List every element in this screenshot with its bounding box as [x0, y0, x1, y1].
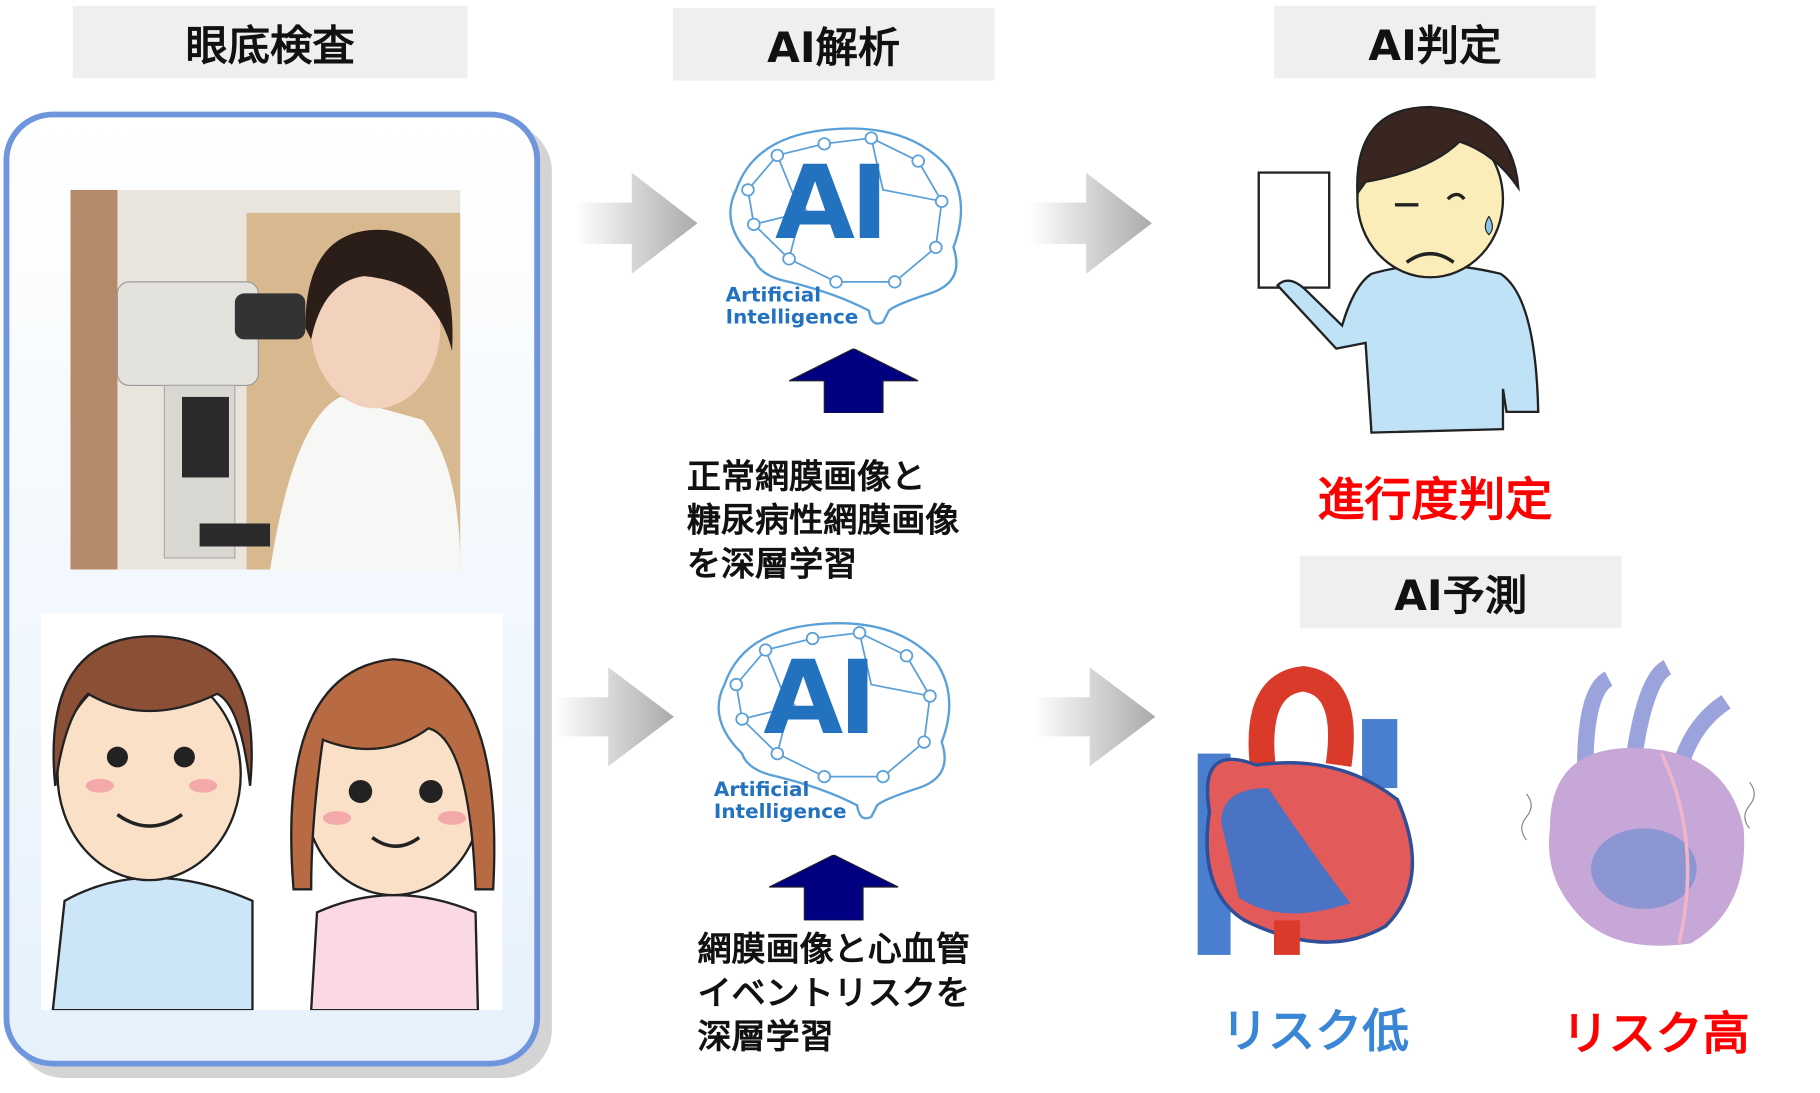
- ai-logo-text-line2: Intelligence: [713, 800, 847, 824]
- text-line: 網膜画像と心血管: [697, 929, 970, 969]
- risk-high-label: リスク高: [1561, 1007, 1750, 1061]
- training-text-top: 正常網膜画像と 糖尿病性網膜画像 を深層学習: [687, 454, 959, 585]
- text-line: 糖尿病性網膜画像: [686, 500, 960, 540]
- header-label: AI判定: [1368, 22, 1502, 70]
- arrow-right-icon: [575, 172, 698, 274]
- arrow-up-icon: [769, 854, 899, 921]
- arrow-right-icon: [1033, 667, 1156, 767]
- ai-logo-text-line1: Artificial: [725, 284, 822, 308]
- ai-logo-mark: AI: [763, 638, 877, 758]
- heart-high-risk-illustration: [1521, 660, 1755, 946]
- ai-logo-text-line2: Intelligence: [725, 306, 859, 330]
- header-label: AI解析: [767, 24, 901, 72]
- training-text-bottom: 網膜画像と心血管 イベントリスクを 深層学習: [697, 927, 969, 1058]
- fundus-exam-photo: [70, 189, 461, 570]
- header-label: AI予測: [1394, 572, 1528, 620]
- ai-brain-logo: AI Artificial Intelligence: [719, 121, 968, 335]
- header-fundus-exam: 眼底検査: [72, 5, 468, 79]
- heart-low-risk-illustration: [1197, 666, 1415, 955]
- patients-illustration: [41, 613, 503, 1011]
- text-line: 深層学習: [697, 1017, 834, 1057]
- arrow-right-icon: [1029, 172, 1152, 274]
- arrow-up-icon: [789, 348, 919, 414]
- brain-network-icon: [729, 127, 963, 325]
- header-label: 眼底検査: [185, 22, 355, 70]
- text-line: 正常網膜画像と: [686, 456, 926, 496]
- ai-logo-mark: AI: [774, 143, 889, 263]
- header-ai-analysis: AI解析: [672, 8, 995, 81]
- ai-brain-logo: AI Artificial Intelligence: [707, 616, 956, 830]
- brain-network-icon: [717, 622, 951, 820]
- progression-label: 進行度判定: [1317, 474, 1553, 527]
- ai-logo-text-line1: Artificial: [713, 778, 810, 802]
- text-line: イベントリスクを: [697, 973, 970, 1013]
- worried-patient-illustration: [1257, 105, 1540, 434]
- risk-low-label: リスク低: [1221, 1005, 1410, 1059]
- arrow-right-icon: [554, 667, 674, 767]
- header-ai-prediction: AI予測: [1299, 555, 1622, 629]
- text-line: を深層学習: [686, 544, 858, 584]
- header-ai-judgment: AI判定: [1274, 5, 1596, 79]
